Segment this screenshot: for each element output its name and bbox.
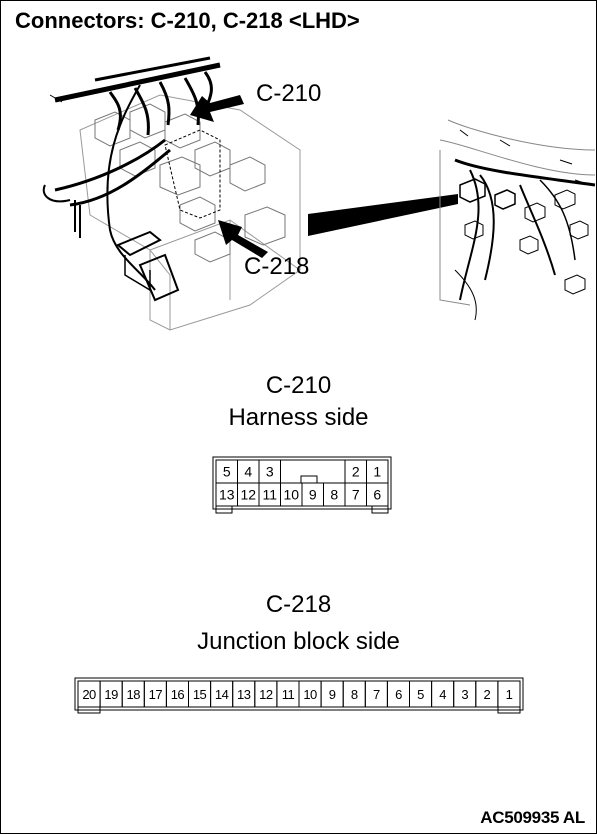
svg-text:4: 4 bbox=[244, 464, 252, 480]
svg-text:12: 12 bbox=[240, 487, 256, 503]
svg-text:13: 13 bbox=[237, 687, 251, 702]
c210-callout: C-210 bbox=[256, 80, 322, 107]
c210-pin-8: 8 bbox=[323, 482, 346, 507]
svg-text:17: 17 bbox=[149, 687, 163, 702]
location-pointer bbox=[308, 194, 458, 236]
c218-pin-4: 4 bbox=[431, 680, 455, 708]
svg-text:10: 10 bbox=[303, 687, 317, 702]
c218-pin-17: 17 bbox=[143, 680, 167, 708]
c218-pin-3: 3 bbox=[453, 680, 477, 708]
c218-pin-14: 14 bbox=[210, 680, 234, 708]
c210-pin-7: 7 bbox=[344, 482, 367, 507]
svg-text:2: 2 bbox=[352, 464, 360, 480]
c210-heading: C-210 bbox=[265, 372, 332, 399]
svg-text:9: 9 bbox=[329, 687, 336, 702]
c218-pin-20: 20 bbox=[77, 680, 101, 708]
c218-side-label: Junction block side bbox=[197, 628, 400, 655]
c218-pin-18: 18 bbox=[121, 680, 145, 708]
c218-pin-16: 16 bbox=[165, 680, 189, 708]
c210-side-label: Harness side bbox=[228, 404, 369, 431]
svg-text:20: 20 bbox=[82, 687, 96, 702]
dashboard-illustration bbox=[439, 119, 596, 321]
c218-callout: C-218 bbox=[244, 253, 310, 280]
c210-arrow bbox=[190, 95, 244, 122]
svg-text:8: 8 bbox=[330, 487, 338, 503]
svg-text:11: 11 bbox=[262, 487, 277, 503]
c218-pin-6: 6 bbox=[386, 680, 410, 708]
svg-text:4: 4 bbox=[439, 687, 446, 702]
svg-text:14: 14 bbox=[215, 687, 229, 702]
svg-text:7: 7 bbox=[373, 687, 380, 702]
svg-text:15: 15 bbox=[193, 687, 207, 702]
svg-text:6: 6 bbox=[373, 487, 381, 503]
c210-pin-5: 5 bbox=[215, 459, 238, 484]
c210-pin-4: 4 bbox=[237, 459, 260, 484]
c210-pin-10: 10 bbox=[280, 482, 303, 507]
svg-text:13: 13 bbox=[219, 487, 235, 503]
c218-pin-13: 13 bbox=[232, 680, 256, 708]
c218-pin-1: 1 bbox=[497, 680, 521, 708]
svg-text:3: 3 bbox=[461, 687, 468, 702]
svg-text:10: 10 bbox=[283, 487, 299, 503]
c218-heading: C-218 bbox=[265, 591, 332, 618]
c218-pin-2: 2 bbox=[475, 680, 499, 708]
page-title: Connectors: C-210, C-218 <LHD> bbox=[15, 8, 360, 33]
c218-pin-15: 15 bbox=[188, 680, 212, 708]
c210-pin-9: 9 bbox=[301, 482, 324, 507]
figure-reference: AC509935 AL bbox=[480, 808, 585, 827]
c210-pin-12: 12 bbox=[237, 482, 260, 507]
c210-pin-2: 2 bbox=[344, 459, 367, 484]
svg-text:5: 5 bbox=[417, 687, 424, 702]
c218-pin-8: 8 bbox=[342, 680, 366, 708]
c218-pin-19: 19 bbox=[99, 680, 123, 708]
svg-text:16: 16 bbox=[171, 687, 185, 702]
c210-pin-6: 6 bbox=[366, 482, 389, 507]
c210-pin-11: 11 bbox=[258, 482, 281, 507]
c218-arrow bbox=[218, 220, 268, 258]
c218-pin-7: 7 bbox=[364, 680, 388, 708]
svg-text:2: 2 bbox=[483, 687, 490, 702]
svg-text:12: 12 bbox=[259, 687, 273, 702]
svg-text:1: 1 bbox=[506, 687, 513, 702]
c218-pin-10: 10 bbox=[298, 680, 322, 708]
svg-text:3: 3 bbox=[266, 464, 274, 480]
c218-pin-12: 12 bbox=[254, 680, 278, 708]
svg-text:1: 1 bbox=[373, 464, 381, 480]
c218-pin-9: 9 bbox=[320, 680, 344, 708]
svg-text:11: 11 bbox=[282, 687, 295, 702]
c218-pin-11: 11 bbox=[276, 680, 300, 708]
svg-text:5: 5 bbox=[223, 464, 231, 480]
c218-pin-5: 5 bbox=[409, 680, 433, 708]
svg-text:6: 6 bbox=[395, 687, 402, 702]
svg-text:9: 9 bbox=[309, 487, 317, 503]
svg-text:7: 7 bbox=[352, 487, 360, 503]
svg-text:8: 8 bbox=[351, 687, 358, 702]
svg-text:18: 18 bbox=[127, 687, 141, 702]
svg-text:19: 19 bbox=[104, 687, 118, 702]
c210-pin-13: 13 bbox=[215, 482, 238, 507]
c210-pin-3: 3 bbox=[258, 459, 281, 484]
c210-pin-1: 1 bbox=[366, 459, 389, 484]
